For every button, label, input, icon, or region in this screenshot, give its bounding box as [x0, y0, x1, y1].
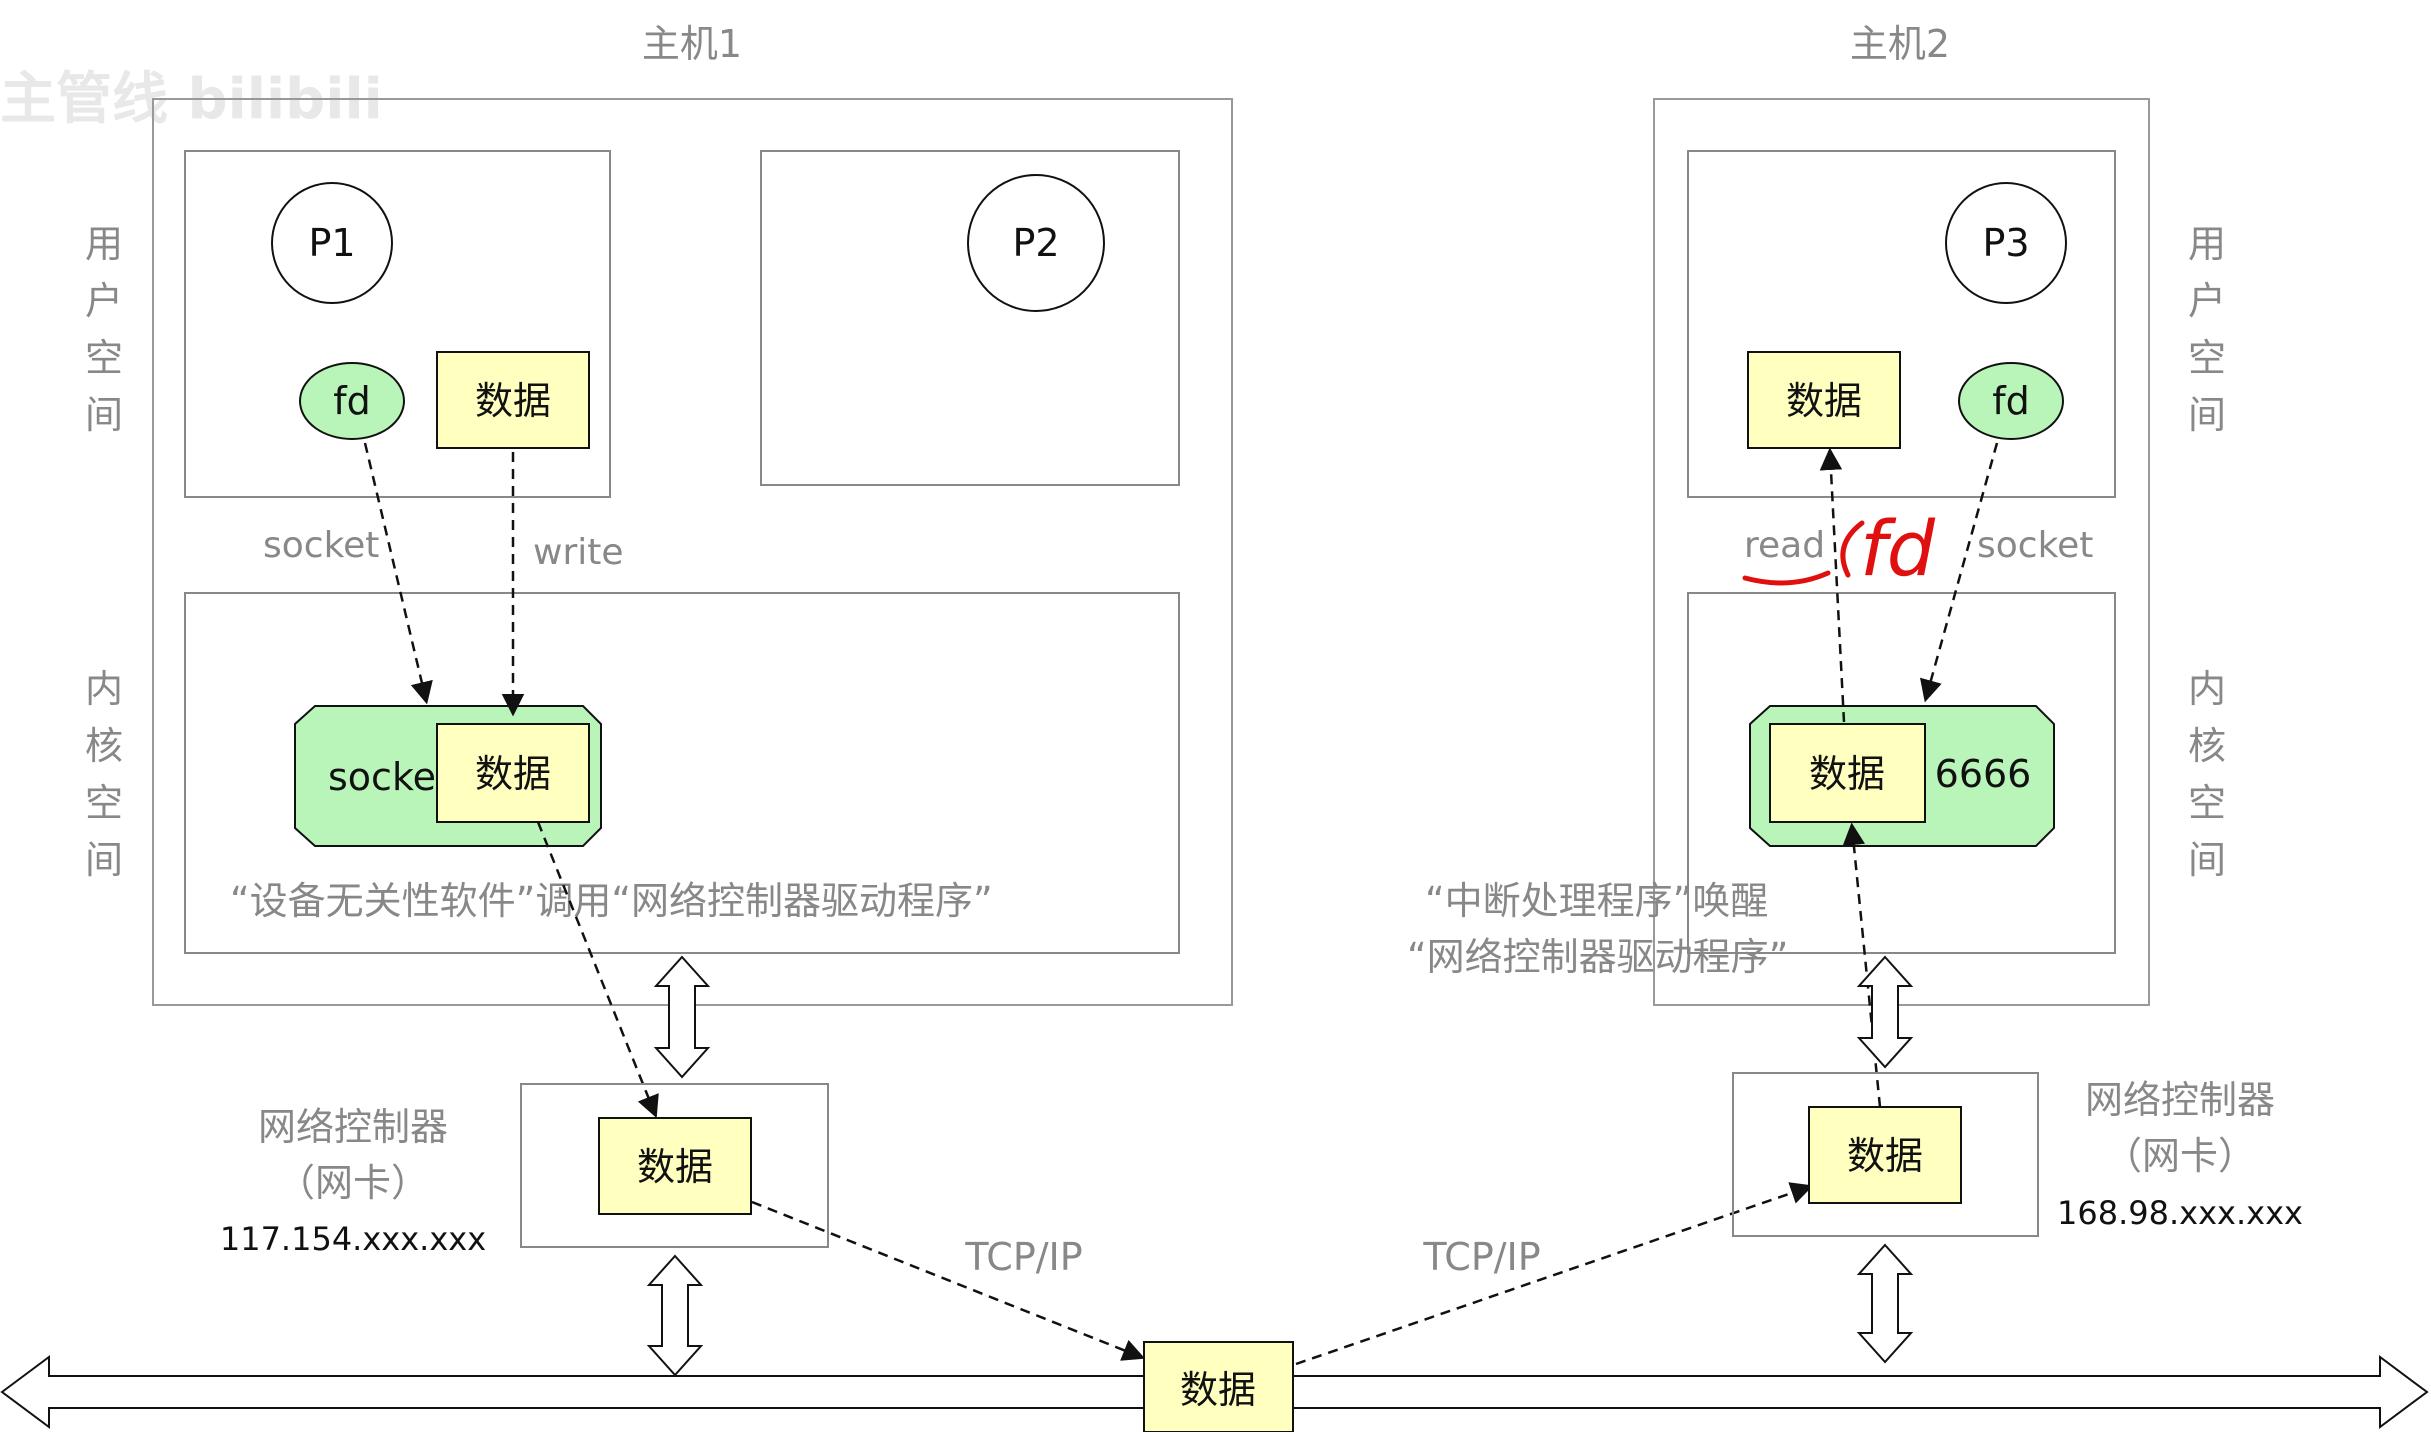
svg-text:fd: fd	[333, 379, 371, 423]
nic-box-host2	[1732, 1072, 2039, 1237]
svg-text:数据: 数据	[475, 379, 551, 423]
svg-text:空: 空	[85, 336, 123, 380]
svg-text:核: 核	[85, 724, 123, 768]
svg-text:P1: P1	[308, 221, 355, 265]
double-arrow-nic-bus-host1	[646, 1254, 704, 1377]
arrow-kernel-to-nic-host1	[536, 821, 659, 1119]
arrow-nic1-to-bus	[751, 1200, 1146, 1361]
arrow-nic2-to-kernel	[1842, 822, 1882, 1108]
ip-host1: 117.154.xxx.xxx	[220, 1220, 486, 1258]
svg-text:fd: fd	[1992, 379, 2030, 423]
tcpip-label-right: TCP/IP	[1422, 1235, 1540, 1279]
process-p3: P3	[1945, 182, 2067, 304]
socket-object-host2: 数据 6666	[1749, 705, 2055, 847]
port-label: 6666	[1935, 752, 2032, 796]
socket-label-host1: socket	[263, 525, 379, 566]
arrow-bus-to-nic2	[1295, 1182, 1814, 1366]
fd-ellipse-host2: fd	[1958, 362, 2064, 440]
svg-text:户: 户	[85, 279, 123, 323]
nic-label-host2-line1: 网络控制器	[2085, 1078, 2275, 1122]
p1-user-space-box	[184, 150, 611, 498]
svg-text:P2: P2	[1012, 221, 1059, 265]
arrow-fd-to-socket-host1	[363, 442, 433, 705]
svg-text:数据: 数据	[1180, 1368, 1256, 1412]
nic-label-host1-line1: 网络控制器	[258, 1105, 448, 1149]
svg-text:数据: 数据	[1847, 1134, 1923, 1178]
svg-text:数据: 数据	[1809, 752, 1885, 796]
svg-text:内: 内	[2188, 667, 2226, 711]
kernel2-note-line1: “中断处理程序”唤醒	[1425, 879, 1768, 923]
p3-user-space-box	[1687, 150, 2116, 498]
host1-kernel-space-box	[184, 592, 1180, 954]
svg-text:间: 间	[85, 393, 123, 437]
svg-text:用: 用	[85, 222, 123, 266]
host2-kernel-space-box	[1687, 592, 2116, 954]
kernel-space-label-left: 内 核 空 间	[85, 667, 123, 882]
double-arrow-kernel-nic-host1	[653, 955, 711, 1079]
host2-box	[1653, 98, 2150, 1006]
svg-text:socke: socke	[328, 755, 436, 799]
kernel-space-label-right: 内 核 空 间	[2188, 667, 2226, 882]
arrow-read	[1819, 447, 1846, 723]
process-p2: P2	[967, 174, 1105, 312]
svg-text:空: 空	[85, 781, 123, 825]
data-box-nic1: 数据	[598, 1117, 752, 1215]
svg-text:间: 间	[85, 838, 123, 882]
nic-box-host1	[520, 1083, 829, 1248]
socket-object-host1: socke 数据	[294, 705, 602, 847]
svg-text:fd: fd	[1860, 504, 1936, 593]
user-space-label-left: 用 户 空 间	[85, 222, 123, 437]
data-box-host1-user: 数据	[436, 351, 590, 449]
double-arrow-kernel-nic-host2	[1856, 955, 1914, 1069]
data-box-host1-kernel	[436, 723, 590, 823]
dashed-arrows	[363, 442, 1999, 1366]
svg-text:数据: 数据	[637, 1145, 713, 1189]
nic-label-host2-line2: （网卡）	[2104, 1134, 2256, 1178]
data-box-host2-user: 数据	[1747, 351, 1901, 449]
svg-text:数据: 数据	[475, 752, 551, 796]
svg-text:内: 内	[85, 667, 123, 711]
tcpip-label-left: TCP/IP	[964, 1235, 1082, 1279]
handwritten-fd-annotation: fd	[1742, 504, 1936, 593]
read-label: read	[1744, 525, 1825, 566]
data-box-host2-kernel	[1769, 723, 1926, 823]
svg-text:户: 户	[2188, 279, 2226, 323]
user-space-label-right: 用 户 空 间	[2188, 222, 2226, 437]
host1-title: 主机1	[642, 22, 742, 66]
process-p1: P1	[271, 182, 393, 304]
socket-label-host2: socket	[1977, 525, 2093, 566]
data-box-bus: 数据	[1143, 1341, 1294, 1432]
svg-text:P3: P3	[1982, 221, 2029, 265]
ip-host2: 168.98.xxx.xxx	[2057, 1194, 2303, 1232]
fd-ellipse-host1: fd	[299, 362, 405, 440]
kernel2-note-line2: “网络控制器驱动程序”	[1407, 935, 1788, 979]
svg-text:数据: 数据	[1786, 379, 1862, 423]
double-arrow-nic-bus-host2	[1856, 1243, 1914, 1364]
svg-text:间: 间	[2188, 393, 2226, 437]
svg-text:核: 核	[2188, 724, 2226, 768]
p2-user-space-box	[760, 150, 1180, 486]
data-box-nic2: 数据	[1808, 1106, 1962, 1204]
host2-title: 主机2	[1850, 22, 1950, 66]
svg-text:间: 间	[2188, 838, 2226, 882]
nic-label-host1-line2: （网卡）	[277, 1161, 429, 1205]
svg-text:用: 用	[2188, 222, 2226, 266]
svg-text:空: 空	[2188, 781, 2226, 825]
arrow-fd-to-socket-host2	[1919, 442, 1999, 703]
svg-text:空: 空	[2188, 336, 2226, 380]
kernel1-note: “设备无关性软件”调用“网络控制器驱动程序”	[230, 879, 993, 923]
write-label: write	[533, 532, 624, 573]
